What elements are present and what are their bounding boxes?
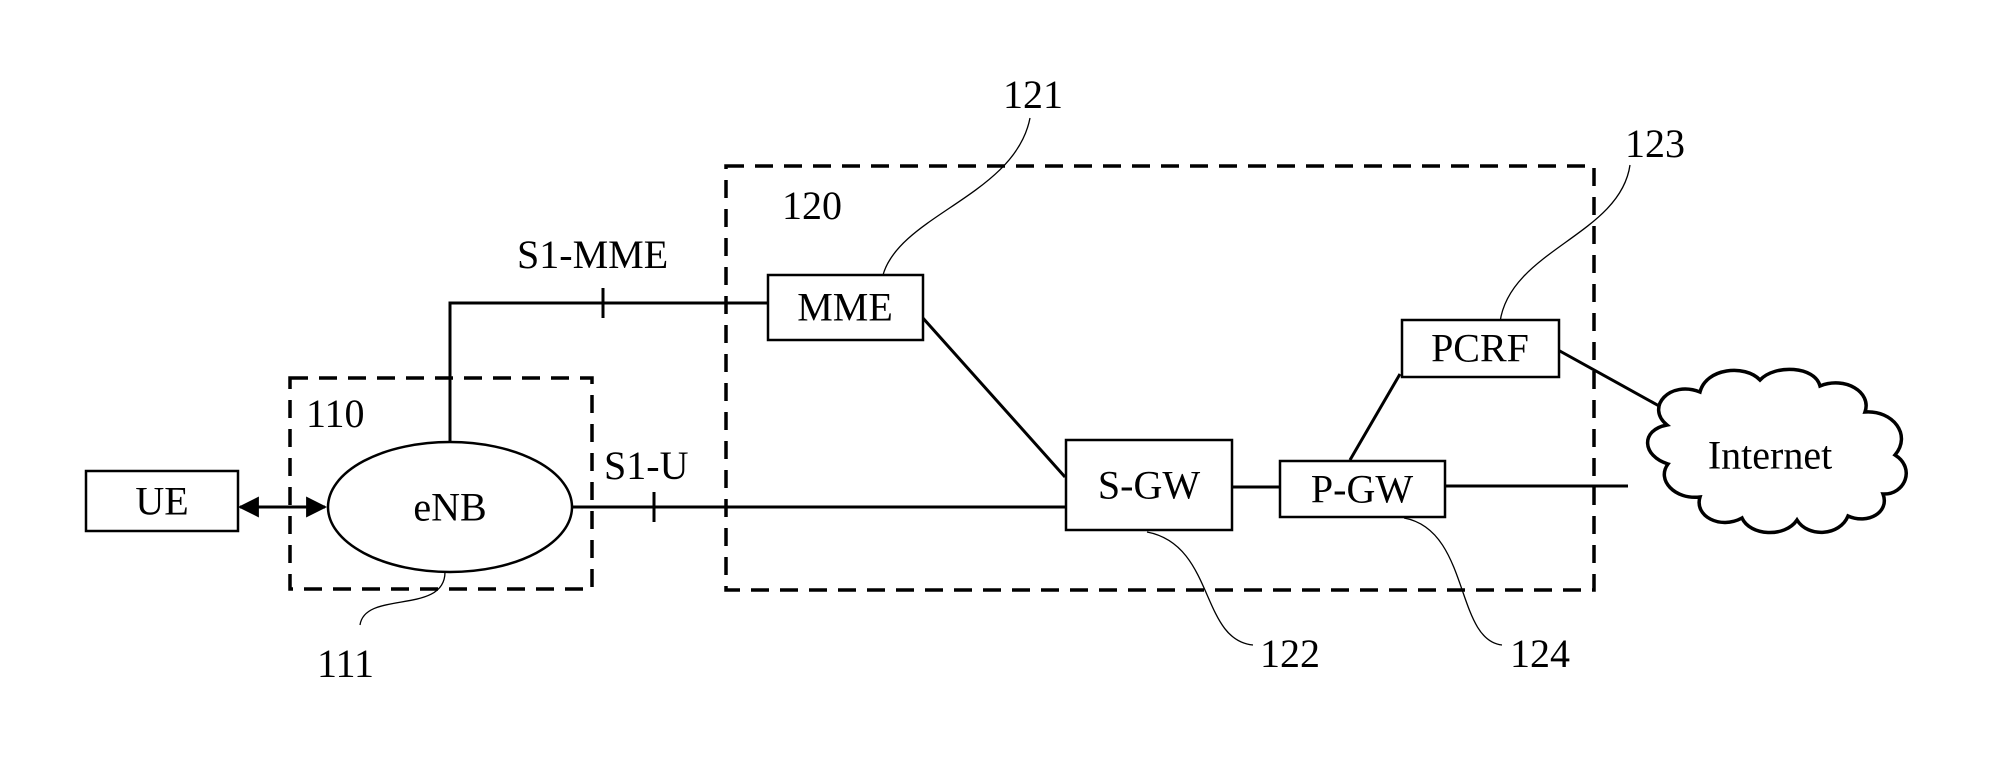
reference-124: 124 (1510, 631, 1570, 676)
ue-label: UE (135, 479, 188, 524)
internet-label: Internet (1708, 433, 1832, 478)
sgw-label: S-GW (1098, 463, 1200, 508)
s1-mme-interface-label: S1-MME (517, 232, 668, 277)
reference-122: 122 (1260, 631, 1320, 676)
pgw-pcrf-link (1350, 374, 1400, 460)
pcrf-internet-link (1558, 350, 1670, 412)
leader-121 (883, 118, 1030, 275)
pcrf-node[interactable]: PCRF (1402, 320, 1559, 377)
s1-u-interface-label: S1-U (604, 443, 689, 488)
s1-mme-link (450, 303, 768, 442)
reference-111: 111 (317, 641, 374, 686)
sgw-node[interactable]: S-GW (1066, 440, 1232, 530)
pgw-node[interactable]: P-GW (1280, 461, 1445, 517)
leader-124 (1404, 518, 1502, 645)
internet-cloud[interactable]: Internet (1648, 369, 1907, 532)
reference-123: 123 (1625, 121, 1685, 166)
reference-120: 120 (782, 183, 842, 228)
leader-111 (360, 572, 445, 625)
reference-110: 110 (306, 391, 365, 436)
mme-label: MME (797, 285, 893, 330)
mme-node[interactable]: MME (768, 275, 923, 340)
enb-label: eNB (413, 485, 486, 530)
enb-node[interactable]: eNB (328, 442, 572, 572)
pcrf-label: PCRF (1431, 326, 1529, 371)
ue-node[interactable]: UE (86, 471, 238, 531)
reference-121: 121 (1003, 72, 1063, 117)
leader-123 (1500, 165, 1630, 322)
pgw-label: P-GW (1311, 467, 1413, 512)
mme-sgw-link (922, 317, 1065, 477)
